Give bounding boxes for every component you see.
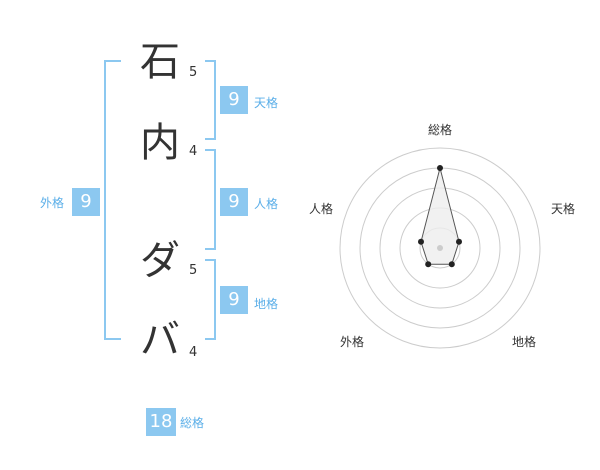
tenkaku-value-box: 9 [220,86,248,114]
radar-point-1 [437,165,443,171]
jinkaku-bracket-bottom [205,248,215,250]
char-2: 内 [140,120,180,166]
tenkaku-bracket-bottom [205,138,215,140]
chikaku-bracket-vertical [214,259,216,340]
radar-point-5 [418,238,424,245]
radar-label-jinkaku: 人格 [309,202,334,216]
tenkaku-bracket-vertical [214,60,216,140]
radar-shape [420,167,460,265]
jinkaku-label: 人格 [254,197,279,211]
radar-center-point [437,245,443,251]
radar-point-2 [456,238,462,245]
radar-point-4 [425,261,432,268]
tenkaku-label: 天格 [254,96,279,110]
chikaku-value-box: 9 [220,286,248,314]
chikaku-bracket-bottom [205,338,215,340]
tenkaku-bracket-top [205,60,215,62]
radar-label-chikaku: 地格 [512,335,537,349]
soukaku-value-box: 18 [146,408,176,436]
gaikaku-bracket-top [104,60,121,62]
radar-point-3 [448,261,455,268]
gaikaku-bracket-bottom [104,338,121,340]
char-2-strokes: 4 [189,144,198,159]
chikaku-label: 地格 [254,297,279,311]
radar-label-gaikaku: 外格 [340,335,365,349]
char-4-strokes: 4 [189,345,198,360]
radar-points [418,165,462,268]
radar-ring-5 [339,147,541,349]
gaikaku-bracket-vertical [104,60,106,340]
radar-label-tenkaku: 天格 [551,202,576,216]
soukaku-label: 総格 [180,416,205,430]
radar-label-soukaku: 総格 [428,123,453,137]
char-1-strokes: 5 [189,65,198,80]
char-4: バ [140,317,180,363]
jinkaku-bracket-top [205,149,215,151]
jinkaku-bracket-vertical [214,149,216,250]
jinkaku-value-box: 9 [220,188,248,216]
radar-shape-group [420,167,460,265]
gaikaku-label: 外格 [40,196,65,210]
chikaku-bracket-top [205,259,215,261]
char-3: ダ [140,238,180,284]
gaikaku-value-box: 9 [72,188,100,216]
char-1: 石 [140,39,180,85]
char-3-strokes: 5 [189,263,198,278]
